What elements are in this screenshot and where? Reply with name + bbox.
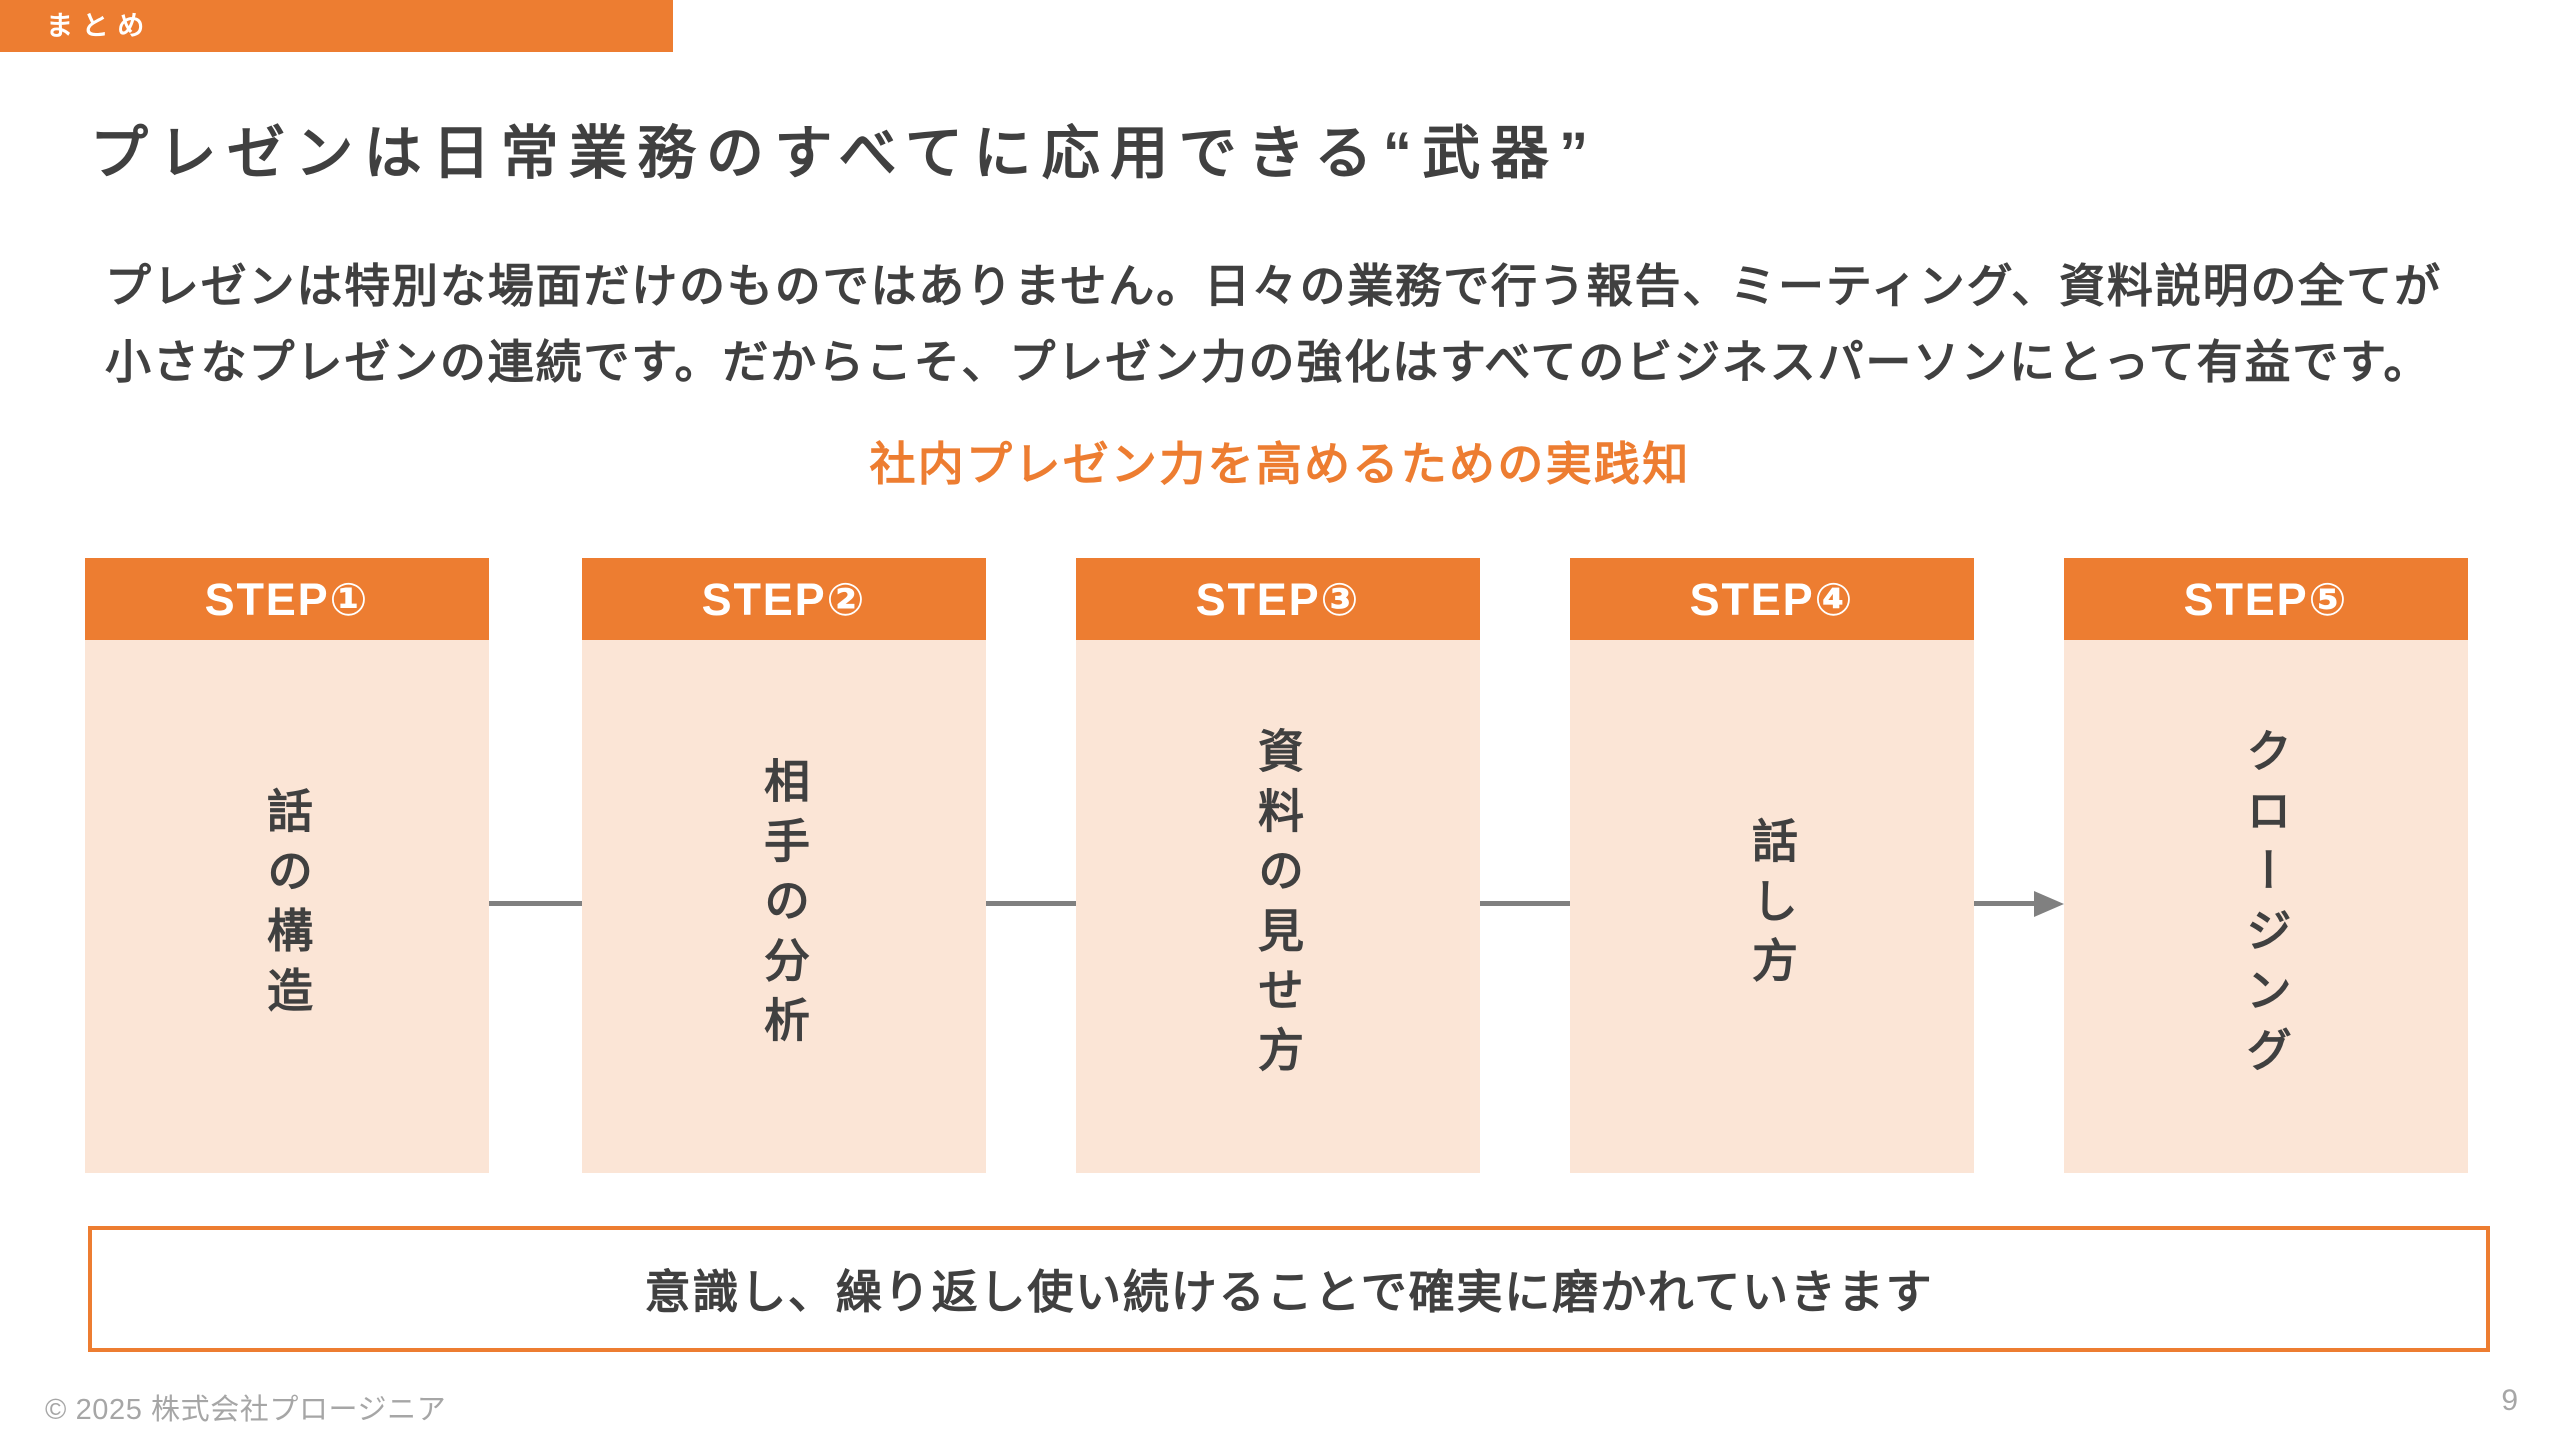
connector-line-1 [489, 901, 582, 906]
step-box-5: STEP⑤ クロージング [2064, 558, 2468, 1173]
footer-copyright: © 2025 株式会社プロージニア [45, 1394, 447, 1426]
step-1-header: STEP① [85, 558, 489, 640]
step-box-4: STEP④ 話し方 [1570, 558, 1974, 1173]
section-subtitle: 社内プレゼン力を高めるための実践知 [869, 438, 1691, 490]
section-tag-banner: まとめ [0, 0, 673, 52]
step-box-1: STEP① 話の構造 [85, 558, 489, 1173]
step-5-body: クロージング [2064, 640, 2468, 1173]
step-3-label: 資料の見せ方 [1252, 727, 1304, 1086]
body-paragraph-line-1: プレゼンは特別な場面だけのものではありません。日々の業務で行う報告、ミーティング… [105, 260, 2442, 312]
step-3-body: 資料の見せ方 [1076, 640, 1480, 1173]
conclusion-text: 意識し、繰り返し使い続けることで確実に磨かれていきます [644, 1266, 1934, 1318]
connector-arrow-icon [1974, 890, 2064, 917]
step-3-header: STEP③ [1076, 558, 1480, 640]
conclusion-box: 意識し、繰り返し使い続けることで確実に磨かれていきます [88, 1226, 2490, 1352]
step-2-label: 相手の分析 [758, 757, 810, 1056]
step-2-body: 相手の分析 [582, 640, 986, 1173]
step-4-label: 話し方 [1746, 816, 1798, 997]
body-paragraph-line-2: 小さなプレゼンの連続です。だからこそ、プレゼン力の強化はすべてのビジネスパーソン… [105, 336, 2432, 388]
body-paragraph: プレゼンは特別な場面だけのものではありません。日々の業務で行う報告、ミーティング… [105, 248, 2485, 400]
step-4-header: STEP④ [1570, 558, 1974, 640]
step-5-header: STEP⑤ [2064, 558, 2468, 640]
connector-line-2 [986, 901, 1076, 906]
section-tag-label: まとめ [46, 10, 153, 41]
step-box-2: STEP② 相手の分析 [582, 558, 986, 1173]
step-1-body: 話の構造 [85, 640, 489, 1173]
slide-title: プレゼンは日常業務のすべてに応用できる“武器” [90, 120, 1599, 186]
step-1-label: 話の構造 [261, 786, 313, 1027]
step-5-label: クロージング [2240, 727, 2292, 1086]
connector-line-3 [1480, 901, 1570, 906]
step-box-3: STEP③ 資料の見せ方 [1076, 558, 1480, 1173]
step-4-body: 話し方 [1570, 640, 1974, 1173]
page-number: 9 [2501, 1384, 2518, 1417]
step-2-header: STEP② [582, 558, 986, 640]
